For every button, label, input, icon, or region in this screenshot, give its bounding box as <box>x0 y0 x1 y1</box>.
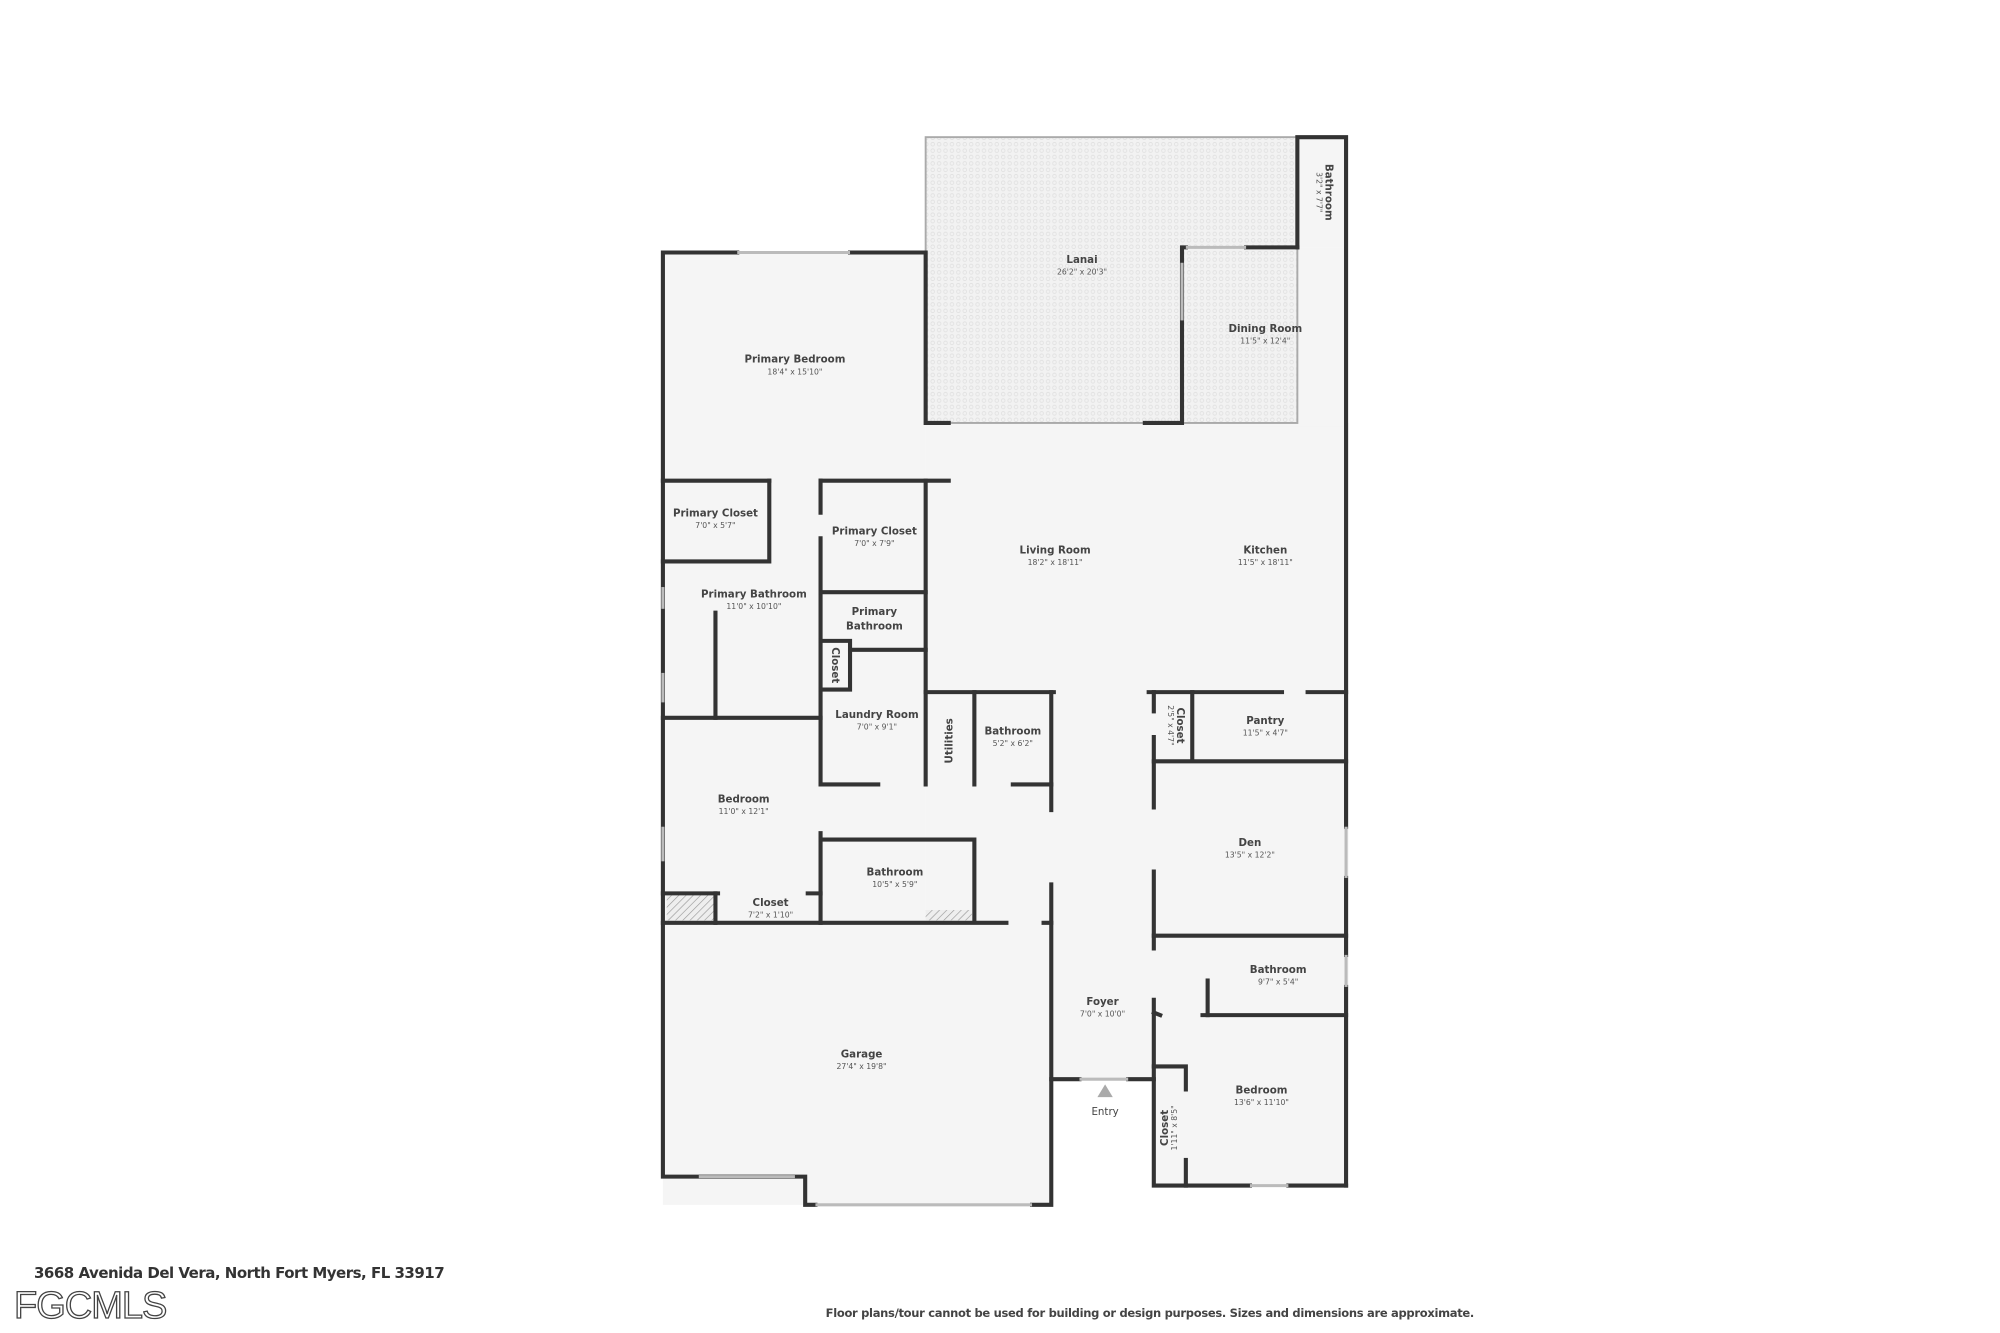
room-name: Bathroom <box>867 866 924 878</box>
room-dims: 18'4" x 15'10" <box>767 367 822 376</box>
room-dims: 27'4" x 19'8" <box>837 1062 887 1071</box>
walls <box>660 135 1349 1207</box>
room-name: Closet <box>1159 1110 1171 1146</box>
room-name: Utilities <box>944 718 956 763</box>
windows <box>661 245 1348 1207</box>
room-name: Bedroom <box>1236 1084 1288 1096</box>
room-name: Kitchen <box>1243 545 1287 557</box>
room-name: Primary Closet <box>832 525 917 537</box>
room-dims: 7'0" x 5'7" <box>695 521 735 530</box>
property-address: 3668 Avenida Del Vera, North Fort Myers,… <box>34 1264 445 1282</box>
room-dims: 13'6" x 11'10" <box>1234 1098 1289 1107</box>
room-name: Bathroom <box>1250 964 1307 976</box>
room-name: Bathroom <box>846 620 903 632</box>
room-name: Primary <box>852 606 898 618</box>
room-name: Lanai <box>1066 254 1097 266</box>
mls-logo: FGCMLS <box>13 1284 168 1327</box>
room-name: Dining Room <box>1228 323 1302 335</box>
room-dims: 7'2" x 1'10" <box>748 911 793 920</box>
room-name: Garage <box>841 1048 883 1060</box>
entry-arrow-icon <box>1097 1084 1113 1098</box>
disclaimer: Floor plans/tour cannot be used for buil… <box>825 1306 1475 1320</box>
room-name: Closet <box>1174 707 1186 743</box>
room-name: Foyer <box>1086 996 1119 1008</box>
room-name: Bathroom <box>984 725 1041 737</box>
room-dims: 7'0" x 7'9" <box>854 539 894 548</box>
room-name: Closet <box>829 647 841 683</box>
room-name: Laundry Room <box>835 709 918 721</box>
room-dims: 11'0" x 12'1" <box>719 807 769 816</box>
room-name: Pantry <box>1246 715 1284 727</box>
room-dims: 7'0" x 9'1" <box>857 722 897 731</box>
room-dims: 11'0" x 10'10" <box>726 602 781 611</box>
room-name: Living Room <box>1020 545 1091 557</box>
room-dims: 11'5" x 18'11" <box>1238 558 1293 567</box>
room-dims: 9'7" x 5'4" <box>1258 977 1298 986</box>
room-dims: 26'2" x 20'3" <box>1057 267 1107 276</box>
room-dims: 1'11" x 8'5" <box>1170 1105 1179 1150</box>
room-labels: Lanai 26'2" x 20'3" Bathroom 3'2" x 7'7"… <box>673 164 1335 1151</box>
room-name: Bedroom <box>718 793 770 805</box>
entry-label: Entry <box>1091 1106 1118 1118</box>
room-name: Primary Bathroom <box>701 588 807 600</box>
room-dims: 2'5" x 4'7" <box>1166 705 1175 745</box>
room-name: Closet <box>753 897 789 909</box>
room-dims: 7'0" x 10'0" <box>1080 1009 1125 1018</box>
room-dims: 10'5" x 5'9" <box>872 880 917 889</box>
room-dims: 5'2" x 6'2" <box>993 739 1033 748</box>
room-name: Den <box>1239 837 1262 849</box>
room-dims: 13'5" x 12'2" <box>1225 850 1275 859</box>
room-dims: 11'5" x 4'7" <box>1243 729 1288 738</box>
room-name: Primary Bedroom <box>744 354 845 366</box>
room-name: Primary Closet <box>673 508 758 520</box>
room-dims: 11'5" x 12'4" <box>1240 337 1290 346</box>
room-name: Bathroom <box>1323 164 1335 221</box>
room-dims: 18'2" x 18'11" <box>1028 558 1083 567</box>
lanai-area <box>924 136 1299 424</box>
room-dims: 3'2" x 7'7" <box>1315 172 1324 212</box>
floor-fill <box>662 136 1349 1205</box>
